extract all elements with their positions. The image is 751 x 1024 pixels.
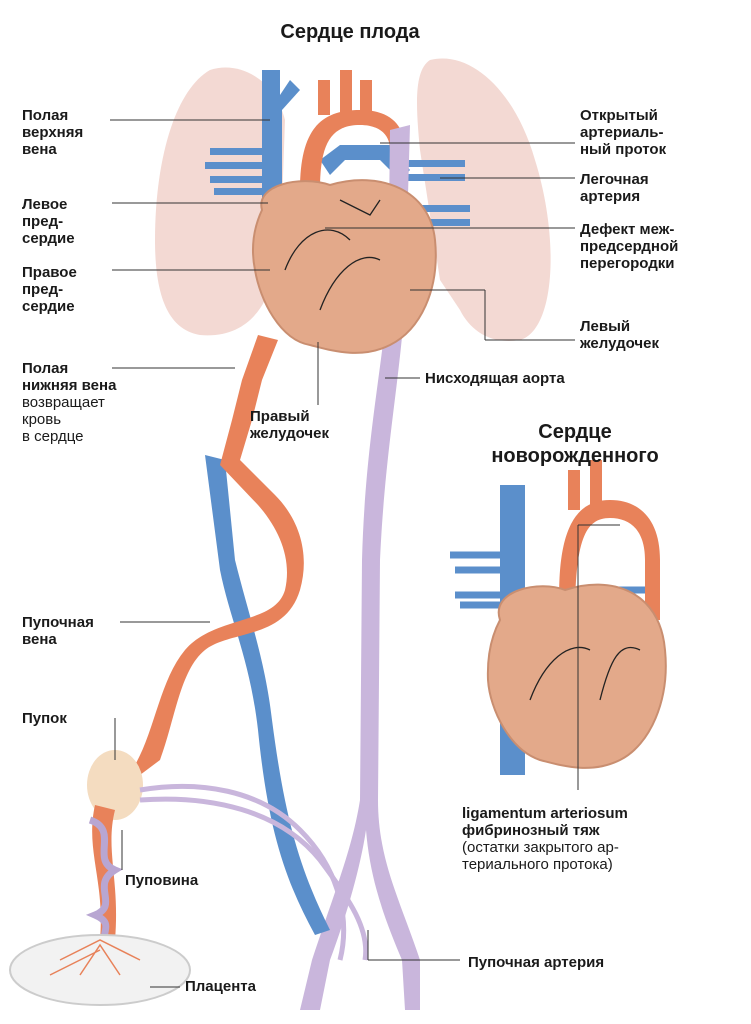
- label-line: пред-: [22, 213, 64, 230]
- descending-aorta: [300, 125, 420, 1010]
- left-lung: [155, 67, 285, 336]
- newborn-pulm-veins: [450, 551, 651, 614]
- label-line: (остатки закрытого ар-: [462, 839, 619, 856]
- aortic-branch-2: [340, 70, 352, 115]
- newborn-aortic-branch-1: [568, 470, 580, 510]
- label-line: предсердной: [580, 238, 679, 255]
- label-line: верхняя: [22, 124, 84, 141]
- label-placenta: Плацента: [185, 978, 256, 995]
- heart-inner-line-2: [319, 256, 381, 311]
- title-newborn-line-2: новорожденного: [491, 445, 659, 467]
- umbilical-cord: [92, 805, 117, 940]
- umbilical-vein: [135, 335, 304, 775]
- label-superior-vena-cava: Полая верхняя вена: [22, 107, 83, 158]
- title-newborn-heart: Сердце новорожденного: [465, 420, 685, 468]
- fetal-heart: [252, 179, 437, 354]
- heart-inner-line-1: [284, 229, 351, 271]
- label-line: Левый: [580, 318, 631, 335]
- umbilical-artery-1: [139, 783, 347, 961]
- newborn-aortic-arch: [559, 500, 660, 620]
- label-line: пред-: [22, 281, 64, 298]
- label-left-atrium: Левое пред- сердие: [22, 196, 75, 247]
- label-line: перегородки: [580, 255, 675, 272]
- label-line: Правый: [250, 408, 310, 425]
- label-line: ligamentum arteriosum: [462, 805, 628, 822]
- label-line: сердие: [22, 230, 75, 247]
- label-inferior-vena-cava: Полая нижняя вена возвращает кровь в сер…: [22, 360, 116, 445]
- label-line: сердие: [22, 298, 75, 315]
- label-line: Открытый: [580, 107, 658, 124]
- label-line: желудочек: [580, 335, 659, 352]
- label-line: желудочек: [250, 425, 329, 442]
- label-line: артерия: [580, 188, 641, 205]
- newborn-aortic-branch-2: [590, 460, 602, 505]
- label-line: Полая: [22, 360, 69, 377]
- label-umbilical-cord: Пуповина: [125, 872, 199, 889]
- inferior-vena-cava: [205, 455, 330, 935]
- label-line: Правое: [22, 264, 77, 281]
- leader-lines: [110, 119, 620, 988]
- label-line: териального протока): [462, 856, 613, 873]
- label-right-atrium: Правое пред- сердие: [22, 264, 77, 315]
- superior-vena-cava: [262, 70, 300, 205]
- label-line: вена: [22, 631, 57, 648]
- label-line: Левое: [22, 196, 68, 213]
- label-umbilical-vein: Пупочная вена: [22, 614, 94, 648]
- label-septal-defect: Дефект меж- предсердной перегородки: [580, 221, 678, 272]
- label-navel: Пупок: [22, 710, 67, 727]
- label-left-ventricle: Левый желудочек: [580, 318, 659, 352]
- navel: [87, 750, 143, 820]
- label-line: возвращает: [22, 394, 105, 411]
- pulmonary-vessels-right: [400, 160, 470, 226]
- label-umbilical-artery: Пупочная артерия: [468, 954, 605, 971]
- newborn-heart: [486, 583, 667, 769]
- cord-twist: [85, 816, 123, 948]
- placenta-vessels: [49, 939, 141, 976]
- label-line: вена: [22, 141, 57, 158]
- pulmonary-vessels-left: [205, 148, 270, 195]
- label-descending-aorta: Нисходящая аорта: [425, 370, 565, 387]
- label-line: ный проток: [580, 141, 667, 158]
- right-lung: [417, 58, 551, 341]
- aortic-branch-3: [360, 80, 372, 115]
- placenta: [9, 934, 191, 1006]
- label-pulmonary-artery: Легочная артерия: [580, 171, 649, 205]
- title-newborn-line-1: Сердце: [538, 421, 612, 443]
- aortic-arch: [300, 110, 405, 190]
- label-line: нижняя вена: [22, 377, 117, 394]
- title-fetal-heart: Сердце плода: [280, 21, 420, 43]
- label-line: Полая: [22, 107, 69, 124]
- label-line: Легочная: [580, 171, 649, 188]
- label-line: Дефект меж-: [580, 221, 675, 238]
- aortic-branch-1: [318, 80, 330, 115]
- heart-inner-line-3: [339, 199, 381, 216]
- label-ductus-arteriosus: Открытый артериаль- ный проток: [580, 107, 666, 158]
- label-line: кровь: [22, 411, 62, 428]
- label-ligamentum-arteriosum: ligamentum arteriosum фибринозный тяж (о…: [462, 805, 628, 873]
- newborn-heart-line: [529, 646, 641, 701]
- label-line: фибринозный тяж: [462, 822, 600, 839]
- label-right-ventricle: Правый желудочек: [250, 408, 329, 442]
- label-line: артериаль-: [580, 124, 664, 141]
- umbilical-artery-2: [139, 796, 369, 961]
- pulmonary-trunk: [320, 145, 410, 180]
- label-line: в сердце: [22, 428, 84, 445]
- label-line: Пупочная: [22, 614, 94, 631]
